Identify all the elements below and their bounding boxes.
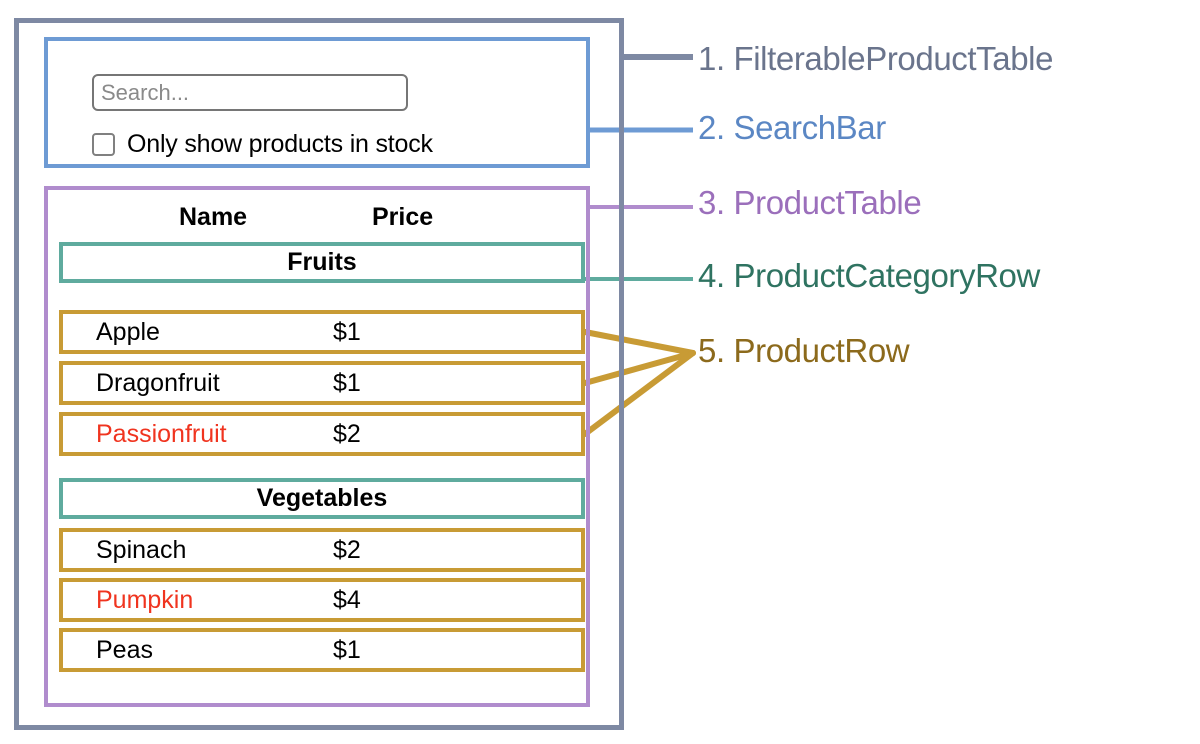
column-header-price: Price	[372, 202, 434, 231]
search-bar-box	[44, 37, 590, 168]
in-stock-checkbox[interactable]	[92, 132, 115, 156]
in-stock-checkbox-label: Only show products in stock	[127, 129, 433, 158]
category-label: Vegetables	[256, 484, 388, 512]
product-price: $1	[333, 368, 361, 397]
product-row[interactable]: Dragonfruit $1	[59, 361, 585, 405]
legend-item-filterable-product-table: 1. FilterableProductTable	[698, 40, 1054, 77]
product-category-row-vegetables: Vegetables	[59, 478, 585, 519]
legend-item-product-table: 3. ProductTable	[698, 184, 922, 221]
product-price: $2	[333, 535, 361, 564]
product-category-row-fruits: Fruits	[59, 242, 585, 283]
column-header-name: Name	[179, 202, 248, 231]
product-table-header: Name Price	[74, 196, 572, 238]
product-name: Peas	[96, 635, 153, 664]
legend-item-product-row: 5. ProductRow	[698, 332, 910, 369]
product-table-box	[44, 186, 590, 707]
filterable-product-table-box	[14, 18, 624, 730]
legend-item-product-category-row: 4. ProductCategoryRow	[698, 257, 1040, 294]
product-price: $1	[333, 317, 361, 346]
product-name: Pumpkin	[96, 585, 194, 614]
product-name: Apple	[96, 317, 160, 346]
product-row[interactable]: Apple $1	[59, 310, 585, 354]
product-row[interactable]: Peas $1	[59, 628, 585, 672]
product-price: $1	[333, 635, 361, 664]
search-input[interactable]	[92, 74, 408, 111]
legend-item-search-bar: 2. SearchBar	[698, 109, 886, 146]
product-name: Passionfruit	[96, 419, 227, 448]
product-row[interactable]: Passionfruit $2	[59, 412, 585, 456]
product-name: Spinach	[96, 535, 187, 564]
stock-filter-row[interactable]: Only show products in stock	[92, 128, 433, 160]
product-price: $4	[333, 585, 361, 614]
product-price: $2	[333, 419, 361, 448]
product-row[interactable]: Pumpkin $4	[59, 578, 585, 622]
category-label: Fruits	[287, 248, 357, 276]
product-row[interactable]: Spinach $2	[59, 528, 585, 572]
product-name: Dragonfruit	[96, 368, 220, 397]
